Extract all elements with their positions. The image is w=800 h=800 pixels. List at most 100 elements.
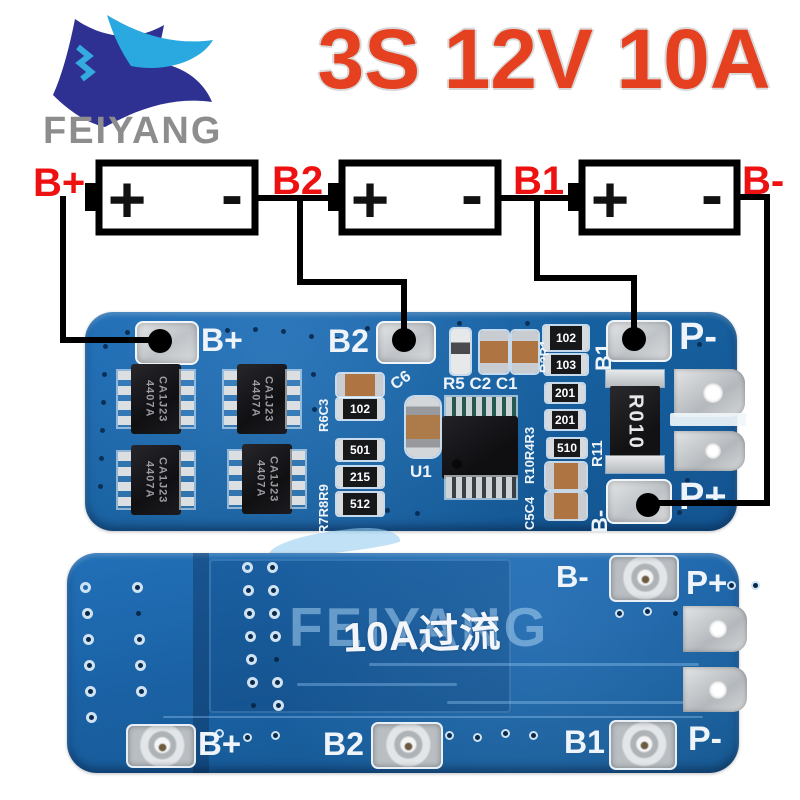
terminal-label-b1: B1: [513, 159, 564, 203]
via-dots: [245, 565, 250, 570]
mount-tab: [683, 606, 747, 652]
trace: [447, 701, 703, 704]
silk-b1: B1: [564, 724, 605, 760]
chip-pins: [181, 452, 194, 508]
capacitor-c2: [480, 331, 508, 373]
capacitor: [546, 493, 586, 519]
resistor-r7: 512: [337, 493, 383, 515]
chip-pins: [224, 371, 237, 427]
res-value: 512: [349, 497, 371, 511]
trace: [163, 716, 703, 718]
resistor-510: 510: [548, 439, 586, 457]
silk-bar: [670, 413, 746, 426]
silk-u1: U1: [410, 462, 432, 481]
solder-pad-b1: [609, 720, 677, 770]
res-value: 215: [349, 470, 371, 484]
shunt-terminal: [606, 370, 664, 387]
silk-p-minus: P-: [679, 316, 717, 358]
shunt-terminal: [606, 456, 664, 473]
copper-panel: [209, 559, 511, 713]
battery-terminal-nub: [568, 183, 582, 211]
overcurrent-marking: 10A过流: [342, 609, 502, 661]
cell-plus-symbol: +: [108, 162, 147, 236]
tab-hole: [709, 680, 728, 699]
tab-hole: [709, 620, 728, 638]
logo-flag-shape: [53, 19, 212, 127]
cell-plus-symbol: +: [591, 162, 630, 236]
ic-pins: [446, 477, 516, 498]
capacitor: [546, 463, 586, 489]
silk-r7r8r9: R7R8R9: [316, 484, 331, 534]
chip-pins: [287, 371, 300, 427]
res-value: 510: [556, 441, 578, 455]
watermark-text: FEIYANG: [289, 596, 550, 658]
shunt-value: R010: [624, 393, 647, 450]
pad-b1: [606, 320, 672, 362]
capacitor-c1: [512, 331, 538, 373]
res-value: 501: [349, 443, 371, 457]
battery-cell-3: [578, 159, 741, 236]
logo-text: FEIYANG: [43, 110, 222, 150]
chip-marking: CA1J23: [267, 455, 280, 503]
chip-marking: 4407A: [143, 380, 156, 418]
battery-terminal-nub: [85, 183, 99, 211]
resistor-201: 201: [546, 411, 584, 429]
ic-pins: [446, 397, 516, 418]
chip-marking: 4407A: [249, 380, 262, 418]
logo-zigzag: [75, 44, 96, 82]
mount-tab: [674, 369, 745, 417]
feiyang-logo: FEIYANG: [43, 15, 222, 150]
silk-p-plus: P+: [686, 564, 728, 601]
chip-marking: CA1J23: [262, 375, 275, 423]
page-title: 3S 12V 10A: [317, 12, 771, 106]
silk-b-plus: B+: [198, 725, 242, 762]
chip-marking: CA1J23: [156, 375, 169, 423]
res-value: 201: [554, 386, 576, 400]
tab-hole: [705, 443, 722, 459]
terminal-label-b-minus: B-: [742, 159, 784, 203]
logo-swoosh-shape: [107, 15, 213, 69]
chip-pins: [118, 452, 131, 508]
via-dots: [83, 585, 88, 590]
solder-pad-b-plus: [126, 724, 196, 768]
silk-r11: R11: [589, 440, 606, 467]
silk-r6c3: R6C3: [316, 398, 331, 432]
silk-c6: C6: [387, 367, 415, 394]
chip-pins: [181, 371, 194, 427]
resistor-201: 201: [546, 384, 584, 402]
cell-plus-symbol: +: [351, 162, 390, 236]
silk-b-minus: B-: [556, 559, 589, 594]
chip-pins: [118, 371, 131, 427]
wire-b1: [534, 198, 637, 330]
silk-r5c2c1: R5 C2 C1: [443, 374, 518, 393]
chip-marking: 4407A: [254, 460, 267, 498]
resistor-r5: [451, 329, 470, 374]
terminal-label-b-plus: B+: [33, 161, 85, 205]
capacitor-c6: [406, 397, 440, 457]
silk-c5c4: C5C4: [522, 496, 537, 530]
via-dots: [85, 312, 90, 317]
mount-tab: [683, 667, 747, 712]
res-value: 103: [555, 357, 577, 372]
pad-b2: [376, 321, 436, 364]
solder-pad-b-minus: [609, 555, 679, 602]
res-value: 201: [554, 413, 576, 427]
resistor-102: 102: [544, 326, 588, 350]
trace: [369, 663, 699, 666]
pad-b-minus: [606, 479, 672, 524]
wire-b2: [297, 198, 407, 330]
terminal-label-b2: B2: [272, 159, 323, 203]
chip-pins: [229, 451, 242, 507]
chip-pins: [292, 451, 305, 507]
res-value: 102: [349, 402, 371, 416]
resistor-r6: 102: [337, 399, 383, 419]
resistor-r9: 501: [337, 440, 383, 460]
silk-p-minus: P-: [688, 720, 722, 758]
tab-hole: [703, 383, 724, 403]
cell-minus-symbol: -: [701, 157, 723, 231]
solder-pad-b2: [371, 722, 443, 769]
